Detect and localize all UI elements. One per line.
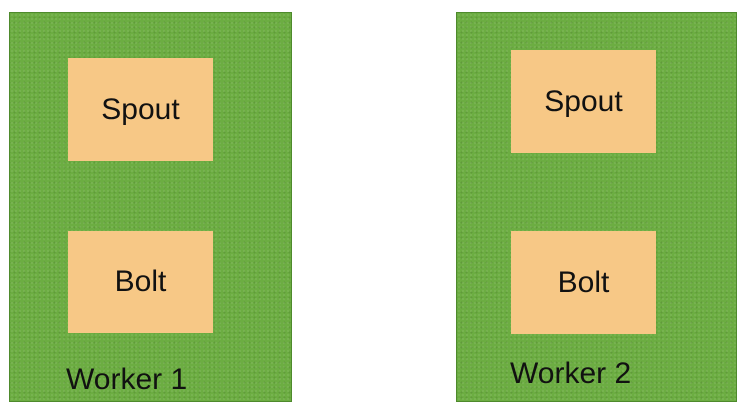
worker-1-box: Spout Bolt Worker 1 xyxy=(9,12,292,402)
worker-1-label: Worker 1 xyxy=(66,363,188,396)
worker-1-spout-label: Spout xyxy=(101,92,180,126)
worker-1-spout: Spout xyxy=(68,58,213,161)
worker-2-spout-label: Spout xyxy=(544,84,623,118)
worker-2-label: Worker 2 xyxy=(510,357,632,390)
worker-1-bolt: Bolt xyxy=(68,231,213,333)
worker-2-spout: Spout xyxy=(511,50,656,153)
worker-2-bolt: Bolt xyxy=(511,231,656,334)
worker-1-bolt-label: Bolt xyxy=(114,265,167,298)
worker-2-bolt-label: Bolt xyxy=(557,265,610,299)
worker-2-box: Spout Bolt Worker 2 xyxy=(456,12,737,402)
